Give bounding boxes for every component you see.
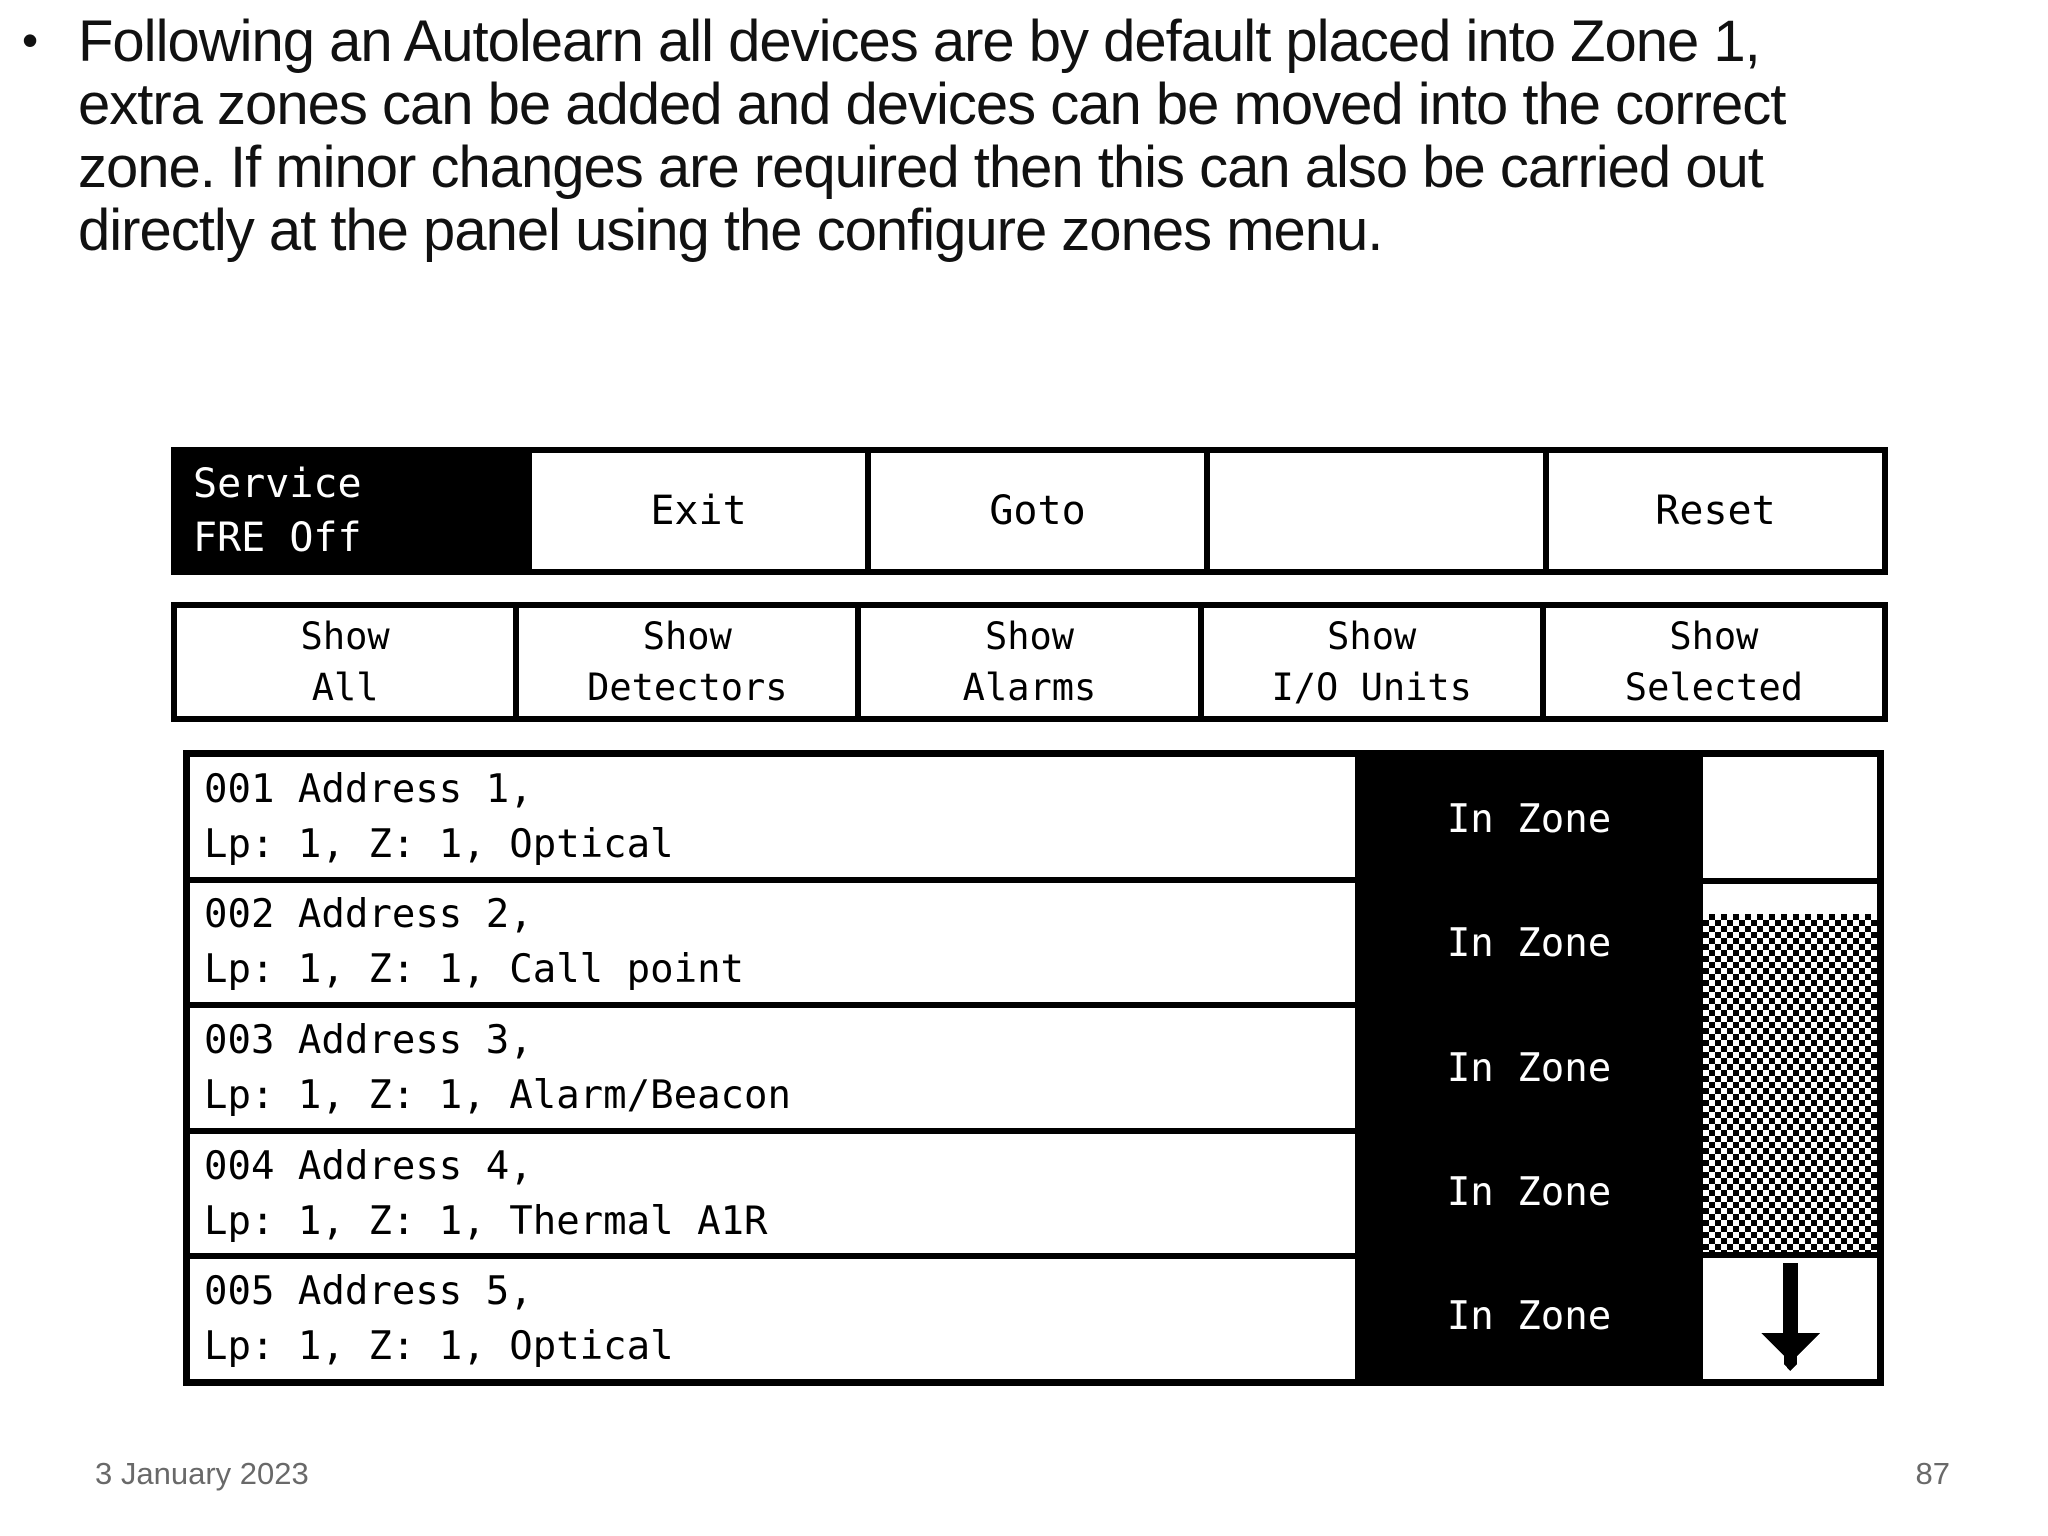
paragraph-line: extra zones can be added and devices can… [78, 72, 1786, 137]
bullet-paragraph: • Following an Autolearn all devices are… [22, 10, 2040, 262]
filter-button-show-selected[interactable]: Show Selected [1539, 608, 1882, 716]
filter-button-label: Show [642, 615, 732, 658]
menu-button-label: Reset [1655, 488, 1776, 534]
paragraph-lines: Following an Autolearn all devices are b… [78, 10, 2040, 262]
filter-button-label: Alarms [962, 666, 1097, 709]
device-row-line1: 003 Address 3, [204, 1017, 533, 1063]
zone-status-column: In Zone In Zone In Zone In Zone In Zone [1355, 757, 1703, 1379]
zone-status-005[interactable]: In Zone [1446, 1294, 1612, 1340]
filter-button-label: I/O Units [1271, 666, 1472, 709]
menu-button-exit[interactable]: Exit [526, 453, 865, 569]
device-row-004[interactable]: 004 Address 4, Lp: 1, Z: 1, Thermal A1R [190, 1127, 1355, 1254]
device-row-line1: 001 Address 1, [204, 766, 533, 812]
filter-button-label: Show [300, 615, 390, 658]
scrollbar-thumb[interactable] [1703, 914, 1877, 1252]
filter-button-label: Show [1669, 615, 1759, 658]
device-row-line2: Lp: 1, Z: 1, Alarm/Beacon [204, 1072, 791, 1118]
bullet-marker: • [22, 14, 39, 66]
paragraph-line: zone. If minor changes are required then… [78, 135, 1764, 200]
zone-status-002[interactable]: In Zone [1446, 921, 1612, 967]
panel-menu-bar: Service FRE Off Exit Goto Reset [171, 447, 1888, 575]
device-row-line1: 005 Address 5, [204, 1269, 533, 1315]
device-row-002[interactable]: 002 Address 2, Lp: 1, Z: 1, Call point [190, 876, 1355, 1003]
zone-status-004[interactable]: In Zone [1446, 1169, 1612, 1215]
menu-button-label: Exit [650, 488, 747, 534]
scroll-down-button[interactable] [1703, 1252, 1877, 1379]
filter-button-label: Selected [1624, 666, 1804, 709]
down-arrow-icon [1761, 1262, 1820, 1371]
device-row-line2: Lp: 1, Z: 1, Optical [204, 1324, 674, 1370]
scrollbar-top-cell [1703, 757, 1877, 884]
menu-button-goto[interactable]: Goto [865, 453, 1204, 569]
scrollbar-track [1703, 884, 1877, 914]
device-row-line2: Lp: 1, Z: 1, Call point [204, 947, 745, 993]
menu-button-blank[interactable] [1204, 453, 1543, 569]
zone-status-003[interactable]: In Zone [1446, 1045, 1612, 1091]
filter-button-label: Detectors [587, 666, 788, 709]
filter-button-show-all[interactable]: Show All [177, 608, 513, 716]
device-list: 001 Address 1, Lp: 1, Z: 1, Optical 002 … [183, 750, 1884, 1386]
menu-button-label: Service [193, 461, 362, 507]
zone-status-001[interactable]: In Zone [1446, 796, 1612, 842]
footer-date: 3 January 2023 [95, 1456, 309, 1491]
paragraph-line: directly at the panel using the configur… [78, 198, 1383, 263]
filter-button-show-io-units[interactable]: Show I/O Units [1197, 608, 1540, 716]
menu-button-label: Goto [989, 488, 1086, 534]
device-row-line1: 004 Address 4, [204, 1143, 533, 1189]
menu-button-reset[interactable]: Reset [1543, 453, 1882, 569]
device-row-001[interactable]: 001 Address 1, Lp: 1, Z: 1, Optical [190, 757, 1355, 877]
device-row-005[interactable]: 005 Address 5, Lp: 1, Z: 1, Optical [190, 1253, 1355, 1379]
device-row-line2: Lp: 1, Z: 1, Thermal A1R [204, 1198, 768, 1244]
menu-button-label: FRE Off [193, 515, 362, 561]
device-list-rows: 001 Address 1, Lp: 1, Z: 1, Optical 002 … [190, 757, 1355, 1379]
filter-button-label: All [311, 666, 379, 709]
filter-button-show-alarms[interactable]: Show Alarms [855, 608, 1197, 716]
filter-button-show-detectors[interactable]: Show Detectors [513, 608, 855, 716]
device-row-line1: 002 Address 2, [204, 892, 533, 938]
filter-button-label: Show [1327, 615, 1417, 658]
panel-filter-bar: Show All Show Detectors Show Alarms Show… [171, 602, 1888, 722]
scrollbar [1703, 757, 1877, 1379]
footer-page-number: 87 [1915, 1456, 1950, 1491]
paragraph-line: Following an Autolearn all devices are b… [78, 9, 1761, 74]
filter-button-label: Show [984, 615, 1075, 658]
device-row-line2: Lp: 1, Z: 1, Optical [204, 821, 674, 867]
device-row-003[interactable]: 003 Address 3, Lp: 1, Z: 1, Alarm/Beacon [190, 1002, 1355, 1128]
menu-button-service-fre[interactable]: Service FRE Off [177, 453, 526, 569]
